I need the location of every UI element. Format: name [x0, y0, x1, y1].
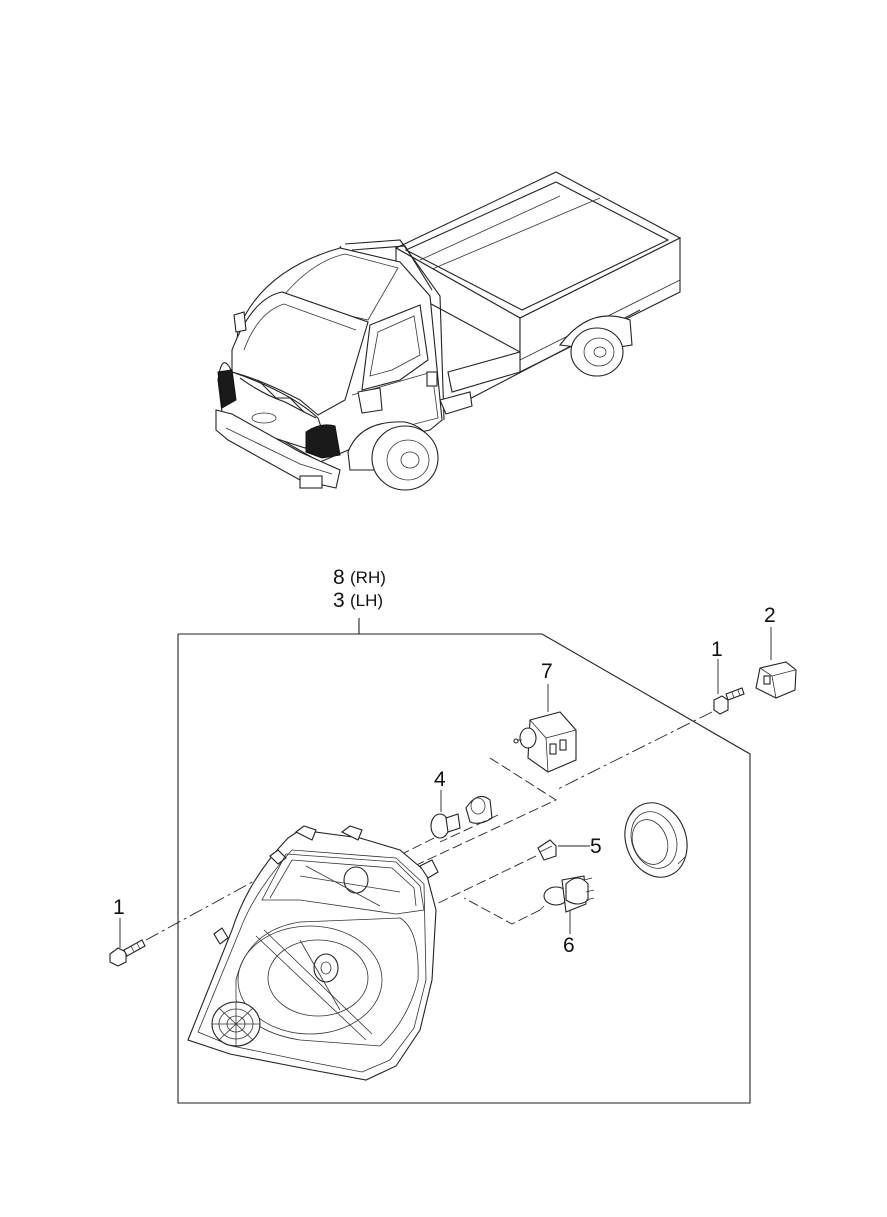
- wedge-bulb-part: 5: [427, 835, 602, 909]
- callout-1-right: 1: [711, 638, 723, 661]
- callout-2: 2: [764, 604, 776, 627]
- callout-1-left: 1: [113, 896, 125, 919]
- small-bulb-part: 4: [399, 768, 499, 856]
- callout-7: 7: [541, 660, 553, 683]
- callout-5: 5: [590, 835, 602, 858]
- callout-4: 4: [434, 768, 446, 791]
- leveling-actuator-part: 7: [409, 660, 577, 869]
- assembly-title: 8 (RH) 3 (LH): [333, 566, 386, 612]
- truck-illustration: [215, 171, 682, 491]
- callout-6: 6: [563, 934, 575, 957]
- rh-side-label: (RH): [350, 568, 386, 587]
- main-bulb-part: 6: [463, 875, 595, 957]
- lh-side-label: (LH): [350, 591, 383, 610]
- bracket-part: 2: [755, 604, 797, 699]
- dust-cover-part: [624, 802, 688, 878]
- headlamp-assembly: [187, 825, 439, 1081]
- assembly-frame: [177, 618, 751, 1104]
- rh-part-number: 8: [333, 566, 345, 589]
- lh-part-number: 3: [333, 589, 345, 612]
- screw-right-part: 1: [555, 638, 745, 791]
- screw-left-part: 1: [109, 867, 279, 967]
